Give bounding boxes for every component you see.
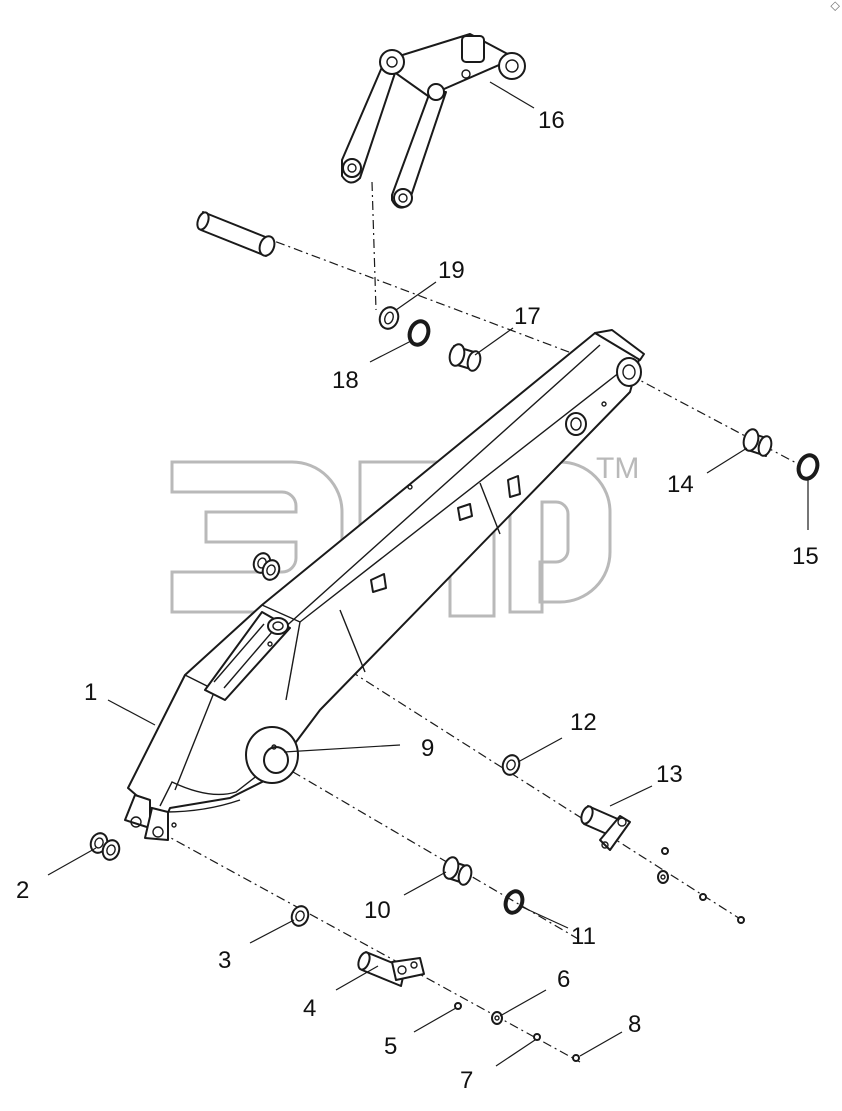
part-6-washer	[491, 1011, 503, 1025]
callout-18: 18	[332, 367, 359, 394]
callout-3: 3	[218, 947, 231, 974]
part-upper-shims	[252, 552, 281, 581]
part-18-o-ring	[407, 319, 431, 347]
part-8-nut	[572, 1054, 580, 1062]
callout-numbers: 1 2 3 4 5 6 7 8 9 10 11 12 13 14 15 16 1…	[16, 107, 819, 1094]
part-1-arm	[124, 329, 645, 841]
part-15-o-ring	[796, 453, 820, 481]
callout-14: 14	[667, 471, 694, 498]
callout-4: 4	[303, 995, 316, 1022]
callout-13: 13	[656, 761, 683, 788]
part-17-bushing	[448, 343, 482, 372]
part-7-nut	[533, 1033, 541, 1041]
watermark-trademark: TM	[596, 452, 639, 485]
callout-19: 19	[438, 257, 465, 284]
part-2-washers	[89, 832, 121, 861]
callout-16: 16	[538, 107, 565, 134]
part-3-washer	[290, 905, 310, 927]
callout-7: 7	[460, 1067, 473, 1094]
part-11-o-ring	[503, 889, 525, 915]
part-14-bushing	[742, 428, 773, 457]
part-pin-top	[196, 211, 276, 257]
callout-10: 10	[364, 897, 391, 924]
callout-5: 5	[384, 1033, 397, 1060]
callout-17: 17	[514, 303, 541, 330]
callout-12: 12	[570, 709, 597, 736]
part-10-bushing	[442, 856, 473, 886]
part-13-pin	[580, 805, 631, 851]
corner-mark: ⬦	[830, 0, 840, 14]
callout-8: 8	[628, 1011, 641, 1038]
callout-1: 1	[84, 679, 97, 706]
part-12-washer	[501, 754, 521, 776]
part-link-assembly	[341, 33, 526, 209]
callout-6: 6	[557, 966, 570, 993]
callout-15: 15	[792, 543, 819, 570]
callout-9: 9	[421, 735, 434, 762]
callout-11: 11	[571, 923, 596, 950]
part-4-pin	[357, 951, 425, 987]
part-5-bolt	[454, 1002, 462, 1010]
callout-2: 2	[16, 877, 29, 904]
part-13-hardware	[657, 847, 745, 924]
part-19-washer	[378, 306, 400, 330]
leader-lines	[47, 81, 809, 1067]
